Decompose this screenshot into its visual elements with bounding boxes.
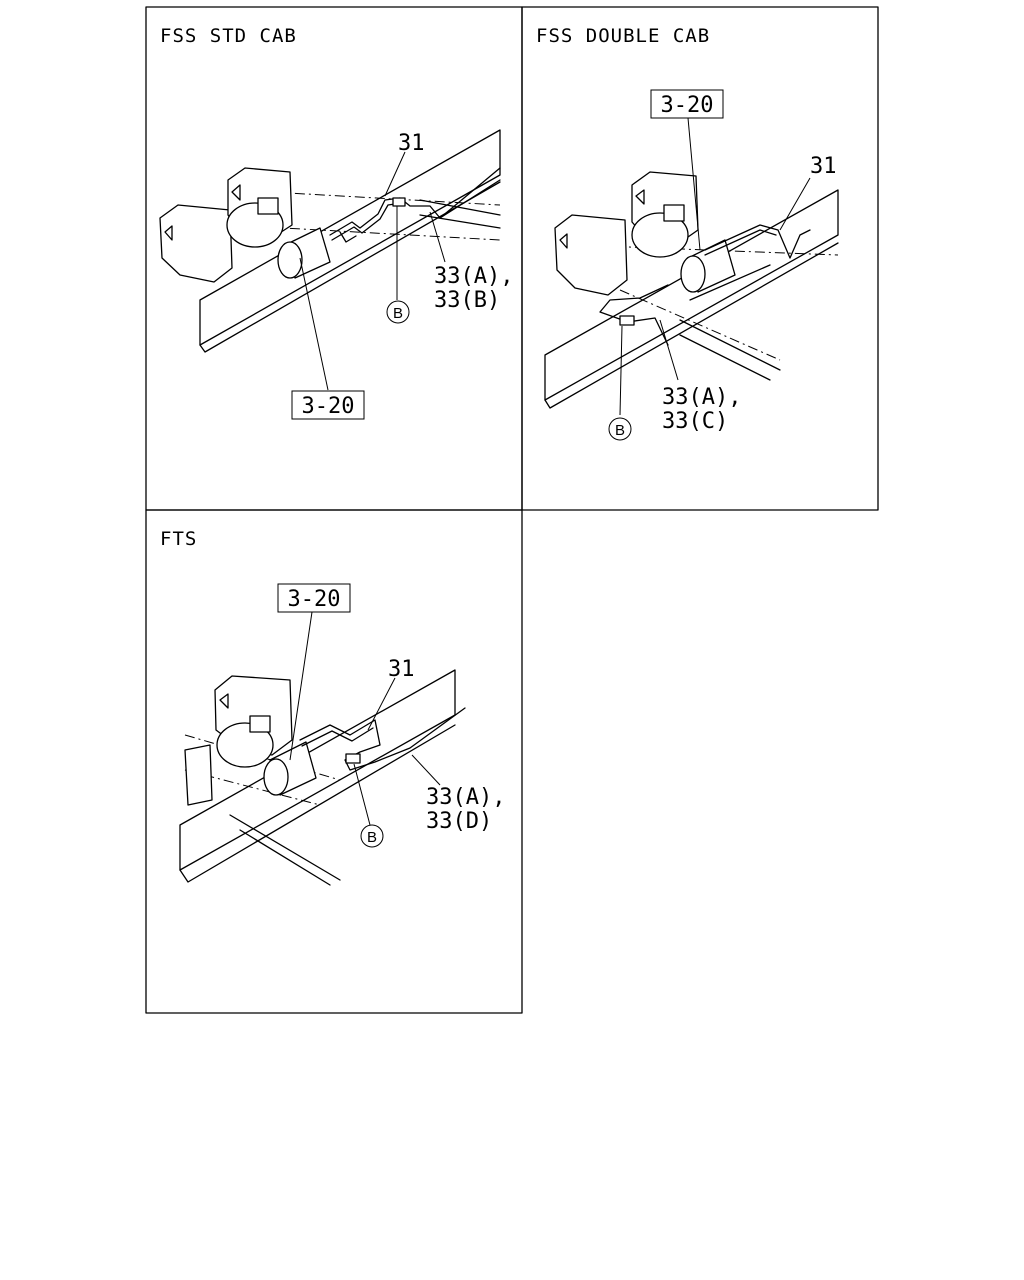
callout-33-a: 33(A), bbox=[426, 785, 505, 810]
frame-illustration bbox=[179, 669, 466, 886]
callout-33-a: 33(A), bbox=[662, 385, 741, 410]
cross-member-edge bbox=[679, 319, 781, 381]
brake-pipe-parallel bbox=[704, 229, 777, 256]
bracket-hole bbox=[219, 693, 229, 709]
callout-31: 31 bbox=[810, 154, 837, 179]
brake-pipe bbox=[299, 707, 466, 771]
cross-member-edge bbox=[419, 199, 501, 229]
leader-line-3-20 bbox=[687, 117, 701, 251]
pipe-loop bbox=[339, 231, 357, 243]
cross-member-edge bbox=[229, 814, 341, 886]
leader-line-33 bbox=[411, 754, 441, 786]
bracket-hole bbox=[164, 225, 173, 241]
panel-fss-double-cab: FSS DOUBLE CAB 31 33(A), 33(C bbox=[536, 25, 839, 441]
ref-box-3-20: 3-20 bbox=[650, 89, 724, 119]
frame-rail bbox=[544, 189, 839, 401]
cylinder-end bbox=[680, 255, 706, 293]
callout-33-c: 33(C) bbox=[662, 409, 728, 434]
leader-line-33 bbox=[429, 211, 446, 263]
callout-31: 31 bbox=[388, 657, 415, 682]
brake-chamber bbox=[631, 212, 689, 258]
frame-rail-lower-edge bbox=[544, 242, 839, 409]
ref-box-3-20: 3-20 bbox=[277, 583, 351, 613]
pipe-fitting bbox=[619, 315, 635, 326]
frame-bracket-left bbox=[159, 204, 233, 283]
circle-marker-b: B bbox=[386, 300, 410, 324]
frame-rail bbox=[199, 129, 501, 346]
brake-tube bbox=[599, 284, 669, 346]
frame-rail-lower-edge bbox=[199, 181, 501, 353]
leader-line-31 bbox=[779, 177, 811, 231]
leader-line-33 bbox=[659, 319, 679, 381]
leader-line-b bbox=[353, 763, 371, 826]
callout-33-a: 33(A), bbox=[434, 264, 513, 289]
panel-border-fss-double-cab bbox=[521, 6, 879, 511]
frame-illustration bbox=[544, 171, 839, 409]
brake-pipe bbox=[704, 224, 811, 259]
leader-line-31 bbox=[384, 151, 406, 197]
panel-title: FSS DOUBLE CAB bbox=[536, 25, 710, 47]
circle-marker-label: B bbox=[367, 829, 377, 846]
panel-title: FSS STD CAB bbox=[160, 25, 297, 47]
frame-bracket-left bbox=[554, 214, 628, 296]
cylinder-end bbox=[277, 241, 303, 279]
pipe-fitting bbox=[345, 753, 361, 764]
leader-line-3-20 bbox=[299, 257, 329, 391]
cylinder-end bbox=[263, 758, 289, 796]
callout-31: 31 bbox=[398, 131, 425, 156]
circle-marker-label: B bbox=[393, 305, 403, 322]
ref-box-label: 3-20 bbox=[661, 93, 714, 118]
bracket-hole bbox=[559, 233, 568, 249]
frame-illustration bbox=[159, 129, 501, 353]
callout-33-b: 33(B) bbox=[434, 288, 500, 313]
panel-fts: FTS 31 33(A), 33(D) B bbox=[160, 528, 505, 886]
bracket-hole bbox=[231, 184, 241, 201]
chamber-clamp bbox=[257, 197, 279, 215]
frame-bracket-lower bbox=[184, 744, 213, 806]
pipe-fitting bbox=[392, 197, 406, 207]
cross-member-line bbox=[619, 289, 781, 361]
panel-title: FTS bbox=[160, 528, 197, 550]
brake-chamber bbox=[216, 722, 274, 768]
brake-tube-run bbox=[689, 264, 771, 301]
bracket-hole bbox=[635, 189, 645, 205]
brake-pipe-parallel bbox=[301, 727, 374, 747]
ref-box-label: 3-20 bbox=[288, 587, 341, 612]
callout-33-d: 33(D) bbox=[426, 809, 492, 834]
frame-rail-lower-edge bbox=[179, 724, 456, 883]
chamber-clamp bbox=[249, 715, 271, 733]
circle-marker-b: B bbox=[608, 417, 632, 441]
brake-pipe-parallel bbox=[331, 202, 403, 241]
panel-grid bbox=[145, 6, 879, 1014]
leader-line-31 bbox=[367, 677, 396, 731]
leader-line-3-20 bbox=[289, 611, 313, 761]
ref-box-3-20: 3-20 bbox=[291, 390, 365, 420]
panel-border-fts bbox=[145, 509, 523, 1014]
leader-line-b bbox=[619, 325, 623, 416]
chamber-clamp bbox=[663, 204, 685, 222]
panel-fss-std-cab: FSS STD CAB bbox=[159, 25, 513, 420]
circle-marker-label: B bbox=[615, 422, 625, 439]
circle-marker-b: B bbox=[360, 824, 384, 848]
ref-box-label: 3-20 bbox=[302, 394, 355, 419]
brake-tube bbox=[439, 167, 501, 219]
